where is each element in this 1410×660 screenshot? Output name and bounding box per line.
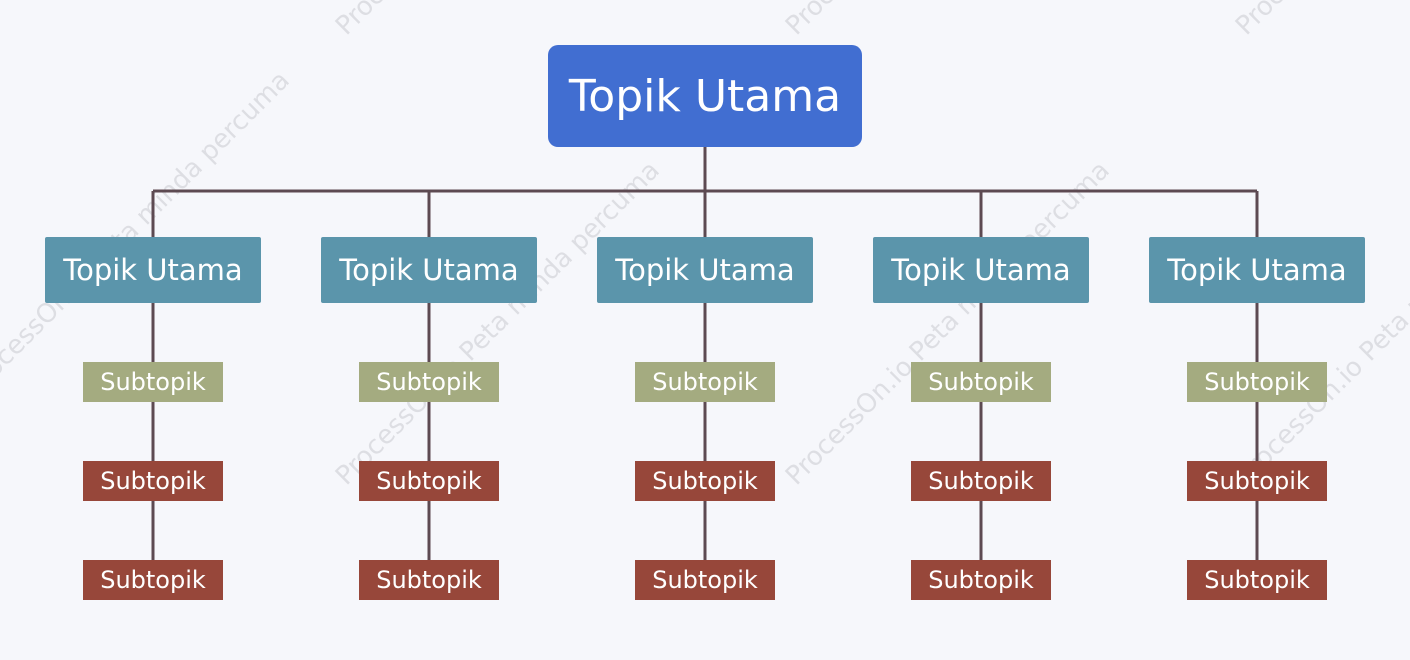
subtopic-node[interactable]: Subtopik <box>83 461 223 501</box>
subtopic-node[interactable]: Subtopik <box>1187 560 1327 600</box>
subtopic-node[interactable]: Subtopik <box>1187 362 1327 402</box>
root-topic-node[interactable]: Topik Utama <box>548 45 862 147</box>
subtopic-node[interactable]: Subtopik <box>1187 461 1327 501</box>
subtopic-node[interactable]: Subtopik <box>911 362 1051 402</box>
subtopic-node[interactable]: Subtopik <box>83 362 223 402</box>
subtopic-node[interactable]: Subtopik <box>83 560 223 600</box>
subtopic-node[interactable]: Subtopik <box>635 560 775 600</box>
topic-node-2[interactable]: Topik Utama <box>321 237 537 303</box>
subtopic-node[interactable]: Subtopik <box>635 362 775 402</box>
subtopic-node[interactable]: Subtopik <box>359 560 499 600</box>
subtopic-node[interactable]: Subtopik <box>359 362 499 402</box>
topic-node-3[interactable]: Topik Utama <box>597 237 813 303</box>
subtopic-node[interactable]: Subtopik <box>359 461 499 501</box>
subtopic-node[interactable]: Subtopik <box>635 461 775 501</box>
subtopic-node[interactable]: Subtopik <box>911 560 1051 600</box>
topic-node-1[interactable]: Topik Utama <box>45 237 261 303</box>
subtopic-node[interactable]: Subtopik <box>911 461 1051 501</box>
topic-node-4[interactable]: Topik Utama <box>873 237 1089 303</box>
topic-node-5[interactable]: Topik Utama <box>1149 237 1365 303</box>
